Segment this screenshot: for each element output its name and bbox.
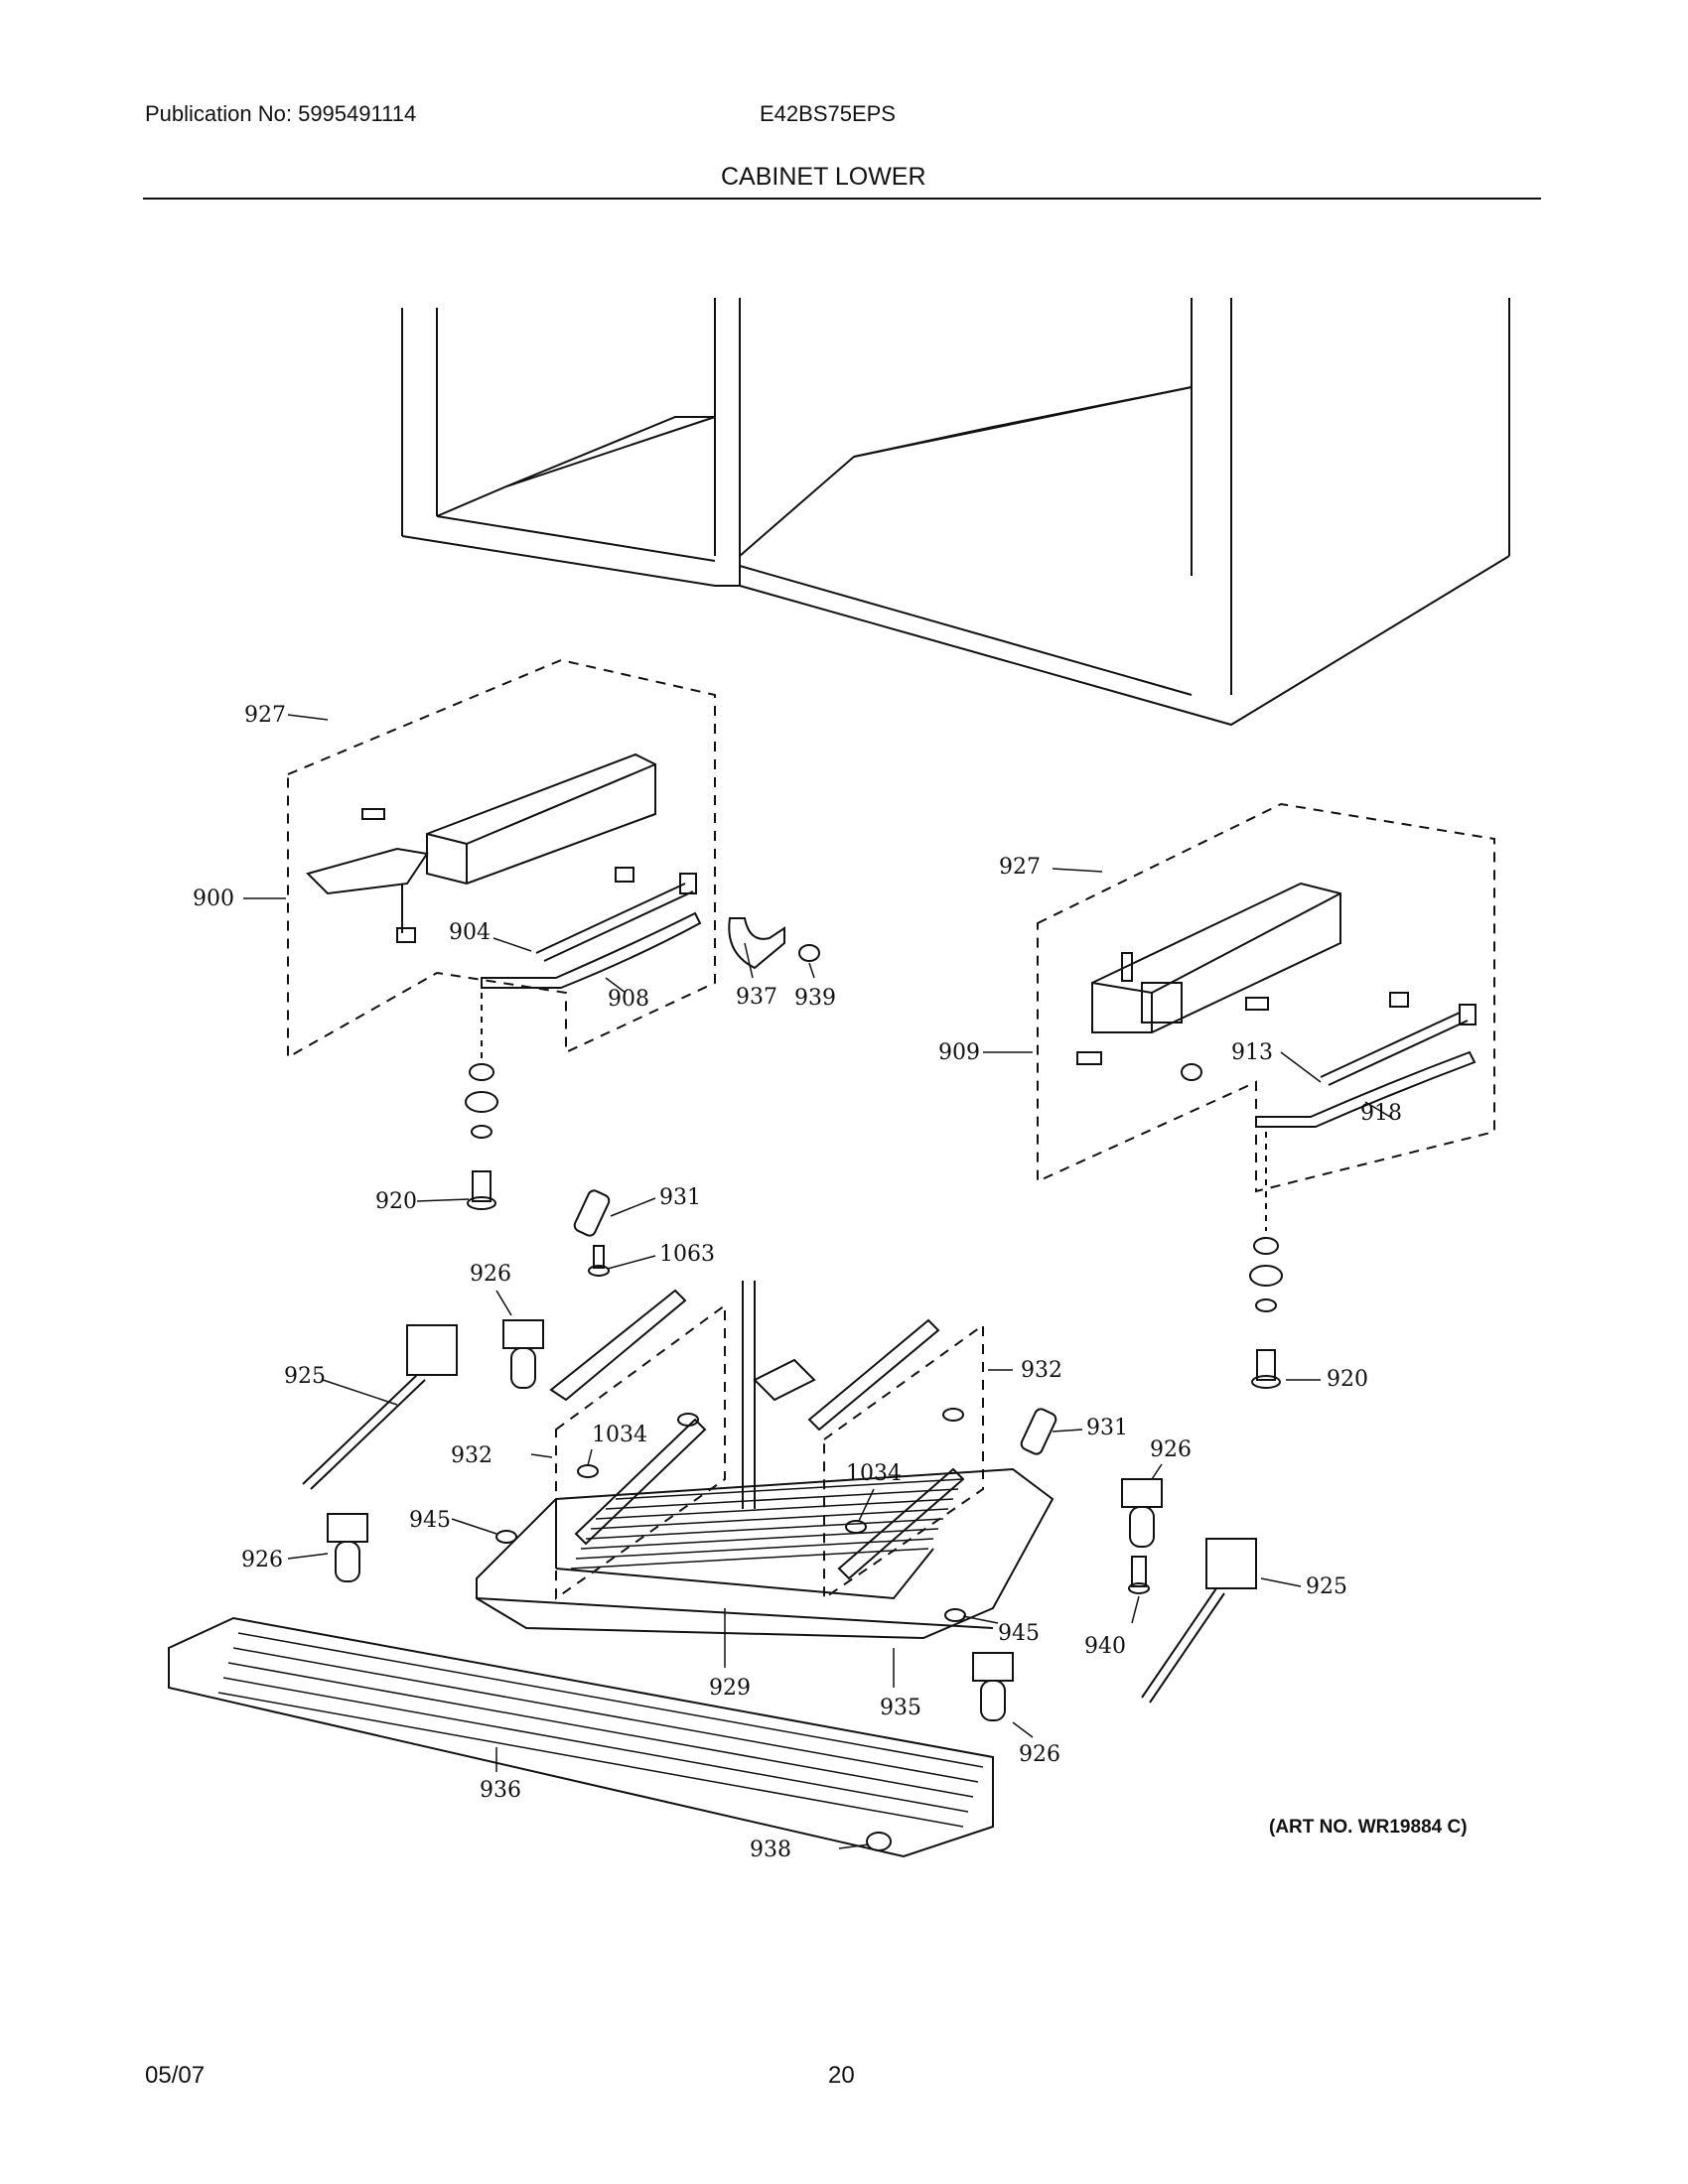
page-number: 20 — [828, 2062, 855, 2089]
footer-date: 05/07 — [145, 2062, 206, 2089]
left-leveling-rail — [306, 752, 656, 943]
callout-926-upper-left: 926 — [470, 1262, 511, 1287]
callout-913: 913 — [1231, 1040, 1273, 1065]
front-leveler-left — [302, 1324, 458, 1490]
header-divider — [143, 198, 1541, 200]
art-number: (ART NO. WR19884 C) — [1269, 1817, 1468, 1838]
callout-936: 936 — [480, 1778, 521, 1803]
publication-number: Publication No: 5995491114 — [145, 101, 417, 126]
callout-929: 929 — [709, 1676, 751, 1701]
left-rail-assembly-box — [287, 658, 716, 1059]
pad-top-2 — [942, 1408, 964, 1422]
pad-1034-left — [577, 1464, 599, 1478]
section-title: CABINET LOWER — [721, 163, 926, 191]
left-support-box — [555, 1303, 726, 1600]
right-torsion-rod — [1320, 992, 1477, 1086]
tube-screw — [798, 944, 820, 962]
pad-1034-right — [845, 1520, 867, 1534]
grille-screw — [866, 1832, 892, 1851]
caster-926-upper-left — [502, 1319, 544, 1389]
callout-932-left: 932 — [451, 1443, 492, 1468]
right-support-box — [823, 1323, 984, 1600]
callout-926-lower-left: 926 — [241, 1548, 283, 1572]
callout-1034-left: 1034 — [592, 1423, 647, 1447]
callout-925-right: 925 — [1306, 1574, 1347, 1599]
pad-945-right — [944, 1608, 966, 1622]
callout-904: 904 — [449, 920, 491, 945]
callout-945-left: 945 — [409, 1508, 451, 1533]
right-leveler-stack — [1249, 1132, 1283, 1389]
callout-909: 909 — [938, 1040, 980, 1065]
callout-926-right: 926 — [1150, 1437, 1192, 1462]
model-number: E42BS75EPS — [760, 101, 896, 126]
callout-931-upper: 931 — [659, 1185, 701, 1210]
callout-908: 908 — [608, 987, 649, 1012]
right-link-bar — [1255, 1050, 1477, 1128]
caster-926-right — [1121, 1478, 1163, 1548]
clip-left — [573, 1189, 611, 1237]
leader-lines — [243, 714, 1391, 1849]
callout-945-right: 945 — [998, 1621, 1040, 1646]
callout-939: 939 — [794, 986, 836, 1011]
callout-940: 940 — [1084, 1634, 1126, 1659]
pad-945-left — [495, 1530, 517, 1544]
base-pan — [476, 1281, 1055, 1640]
callout-920-left: 920 — [375, 1189, 417, 1214]
left-torsion-rod — [535, 867, 697, 962]
callout-931-lower: 931 — [1086, 1416, 1128, 1440]
callout-925-left: 925 — [284, 1364, 326, 1389]
callout-927-right: 927 — [999, 855, 1041, 880]
clip-right — [1020, 1408, 1057, 1455]
caster-926-lower-left — [327, 1513, 368, 1582]
cabinet-body — [401, 298, 1510, 727]
left-leveler-stack — [465, 993, 498, 1210]
callout-1063: 1063 — [659, 1242, 715, 1267]
left-link-bar — [481, 911, 702, 989]
pad-top-1 — [677, 1413, 699, 1427]
callout-918: 918 — [1360, 1101, 1402, 1126]
callout-935: 935 — [880, 1696, 921, 1720]
callout-900: 900 — [193, 887, 234, 911]
callout-1034-right: 1034 — [846, 1461, 902, 1486]
callout-927-left: 927 — [244, 703, 286, 728]
screw-1063 — [588, 1245, 610, 1277]
screw-940 — [1128, 1556, 1150, 1594]
right-rail-assembly-box — [1037, 802, 1495, 1193]
callout-938: 938 — [750, 1838, 791, 1862]
right-leveling-rail — [1076, 882, 1341, 1081]
caster-926-bottom — [972, 1652, 1014, 1721]
callout-920-right: 920 — [1327, 1367, 1368, 1392]
callout-932-right: 932 — [1021, 1358, 1062, 1383]
callout-937: 937 — [736, 985, 777, 1010]
drain-tube — [728, 917, 785, 970]
support-rails — [549, 1289, 965, 1580]
front-grille — [168, 1616, 994, 1858]
callout-926-bottom: 926 — [1019, 1742, 1060, 1767]
front-leveler-right — [1141, 1538, 1257, 1704]
